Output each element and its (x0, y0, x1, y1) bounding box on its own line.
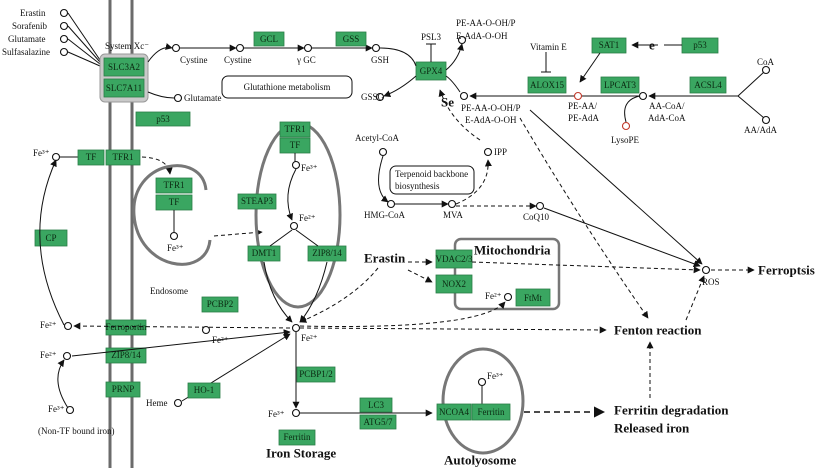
fe2-ferroportin-label: Fe²⁺ (40, 320, 57, 330)
system-xc-label: System Xc⁻ (105, 41, 149, 51)
fenton-reaction-label: Fenton reaction (614, 323, 702, 338)
gene-pcbp12: PCBP1/2 (299, 369, 333, 379)
gene-ho1: HO-1 (194, 385, 215, 395)
endosome: TFR1 TF Fe³⁺ Endosome (132, 164, 212, 296)
gene-tf: TF (86, 152, 97, 162)
cystine-out-label: Cystine (180, 55, 208, 65)
nontf-label: (Non-TF bound iron) (38, 426, 115, 436)
ada-coa-label: AdA-CoA (648, 113, 686, 123)
gene-slc7a11: SLC7A11 (106, 83, 142, 93)
pe-aa-ooh-top-label-2: E-AdA-O-OH (456, 31, 508, 41)
endosome-label: Endosome (150, 286, 188, 296)
ferroptosis-label: Ferroptsis (758, 263, 815, 278)
coq10-label: CoQ10 (523, 212, 550, 222)
gene-dmt1: DMT1 (252, 248, 277, 258)
fe3-tf-label: Fe³⁺ (33, 148, 50, 158)
fe3-nontf-label: Fe³⁺ (48, 404, 65, 414)
autolysome-label: Autolyosome (444, 453, 516, 468)
iron-vesicle: TFR1 TF Fe³⁺ STEAP3 Fe²⁺ DMT1 ZIP8/14 (237, 121, 347, 323)
ferritin-degradation-label: Ferritin degradation (614, 403, 729, 418)
cystine-in-label: Cystine (224, 55, 252, 65)
hmg-coa-label: HMG-CoA (364, 210, 406, 220)
gene-tfr1-endosome: TFR1 (163, 180, 184, 190)
gene-zip814-left: ZIP8/14 (111, 350, 141, 360)
terpenoid-box-line2: biosynthesis (395, 181, 440, 191)
gene-zip814-right: ZIP8/14 (312, 248, 342, 258)
gene-acsl4: ACSL4 (694, 80, 722, 90)
gene-prnp: PRNP (112, 384, 135, 394)
gene-slc3a2: SLC3A2 (108, 62, 140, 72)
gamma-gc-label: γ GC (296, 55, 316, 65)
terpenoid-box-line1: Terpenoid backbone (395, 169, 468, 179)
gene-gss: GSS (343, 34, 360, 44)
gene-ferritin: Ferritin (284, 432, 311, 442)
fe2-pool-label: Fe²⁺ (301, 333, 318, 343)
mva-label: MVA (443, 210, 463, 220)
pe-aa-ooh-mid-label: PE-AA-O-OH/P (461, 103, 521, 113)
inhibitor-list: Erastin Sorafenib Glutamate Sulfasalazin… (2, 8, 101, 67)
psl3-label: PSL3 (421, 32, 442, 42)
gene-tfr1: TFR1 (112, 152, 133, 162)
se-label: Se (441, 95, 454, 110)
coa-label: CoA (757, 57, 775, 67)
gene-ftmt: FtMt (524, 293, 543, 303)
gsh-label: GSH (371, 55, 390, 65)
pe-aa-ooh-mid-label-2: E-AdA-O-OH (465, 115, 517, 125)
gene-tf-endosome: TF (169, 197, 180, 207)
lysope-label: LysoPE (611, 135, 640, 145)
ros-label: ROS (702, 277, 720, 287)
gene-steap3: STEAP3 (241, 196, 274, 206)
released-iron-label: Released iron (614, 421, 690, 436)
fe3-auto-label: Fe³⁺ (487, 371, 504, 381)
inhibitor-sulfasalazine: Sulfasalazine (2, 47, 50, 57)
gene-tf-right: TF (290, 140, 301, 150)
gene-gpx4: GPX4 (420, 66, 443, 76)
acetyl-coa-label: Acetyl-CoA (355, 133, 399, 143)
gene-cp: CP (45, 233, 56, 243)
pe-aa-ooh-top-label: PE-AA-O-OH/P (456, 18, 516, 28)
gene-p53-left: p53 (156, 114, 170, 124)
fe2-mito-label: Fe²⁺ (485, 291, 502, 301)
inhibitor-glutamate: Glutamate (8, 34, 46, 44)
glutathione-metabolism-box: Glutathione metabolism (244, 82, 331, 92)
gssg-label: GSSG (361, 92, 385, 102)
gene-ferroportin: Ferroportin (106, 322, 147, 332)
gene-gcl: GCL (260, 34, 278, 44)
fe3-right-label: Fe³⁺ (301, 163, 318, 173)
fe2-right-label: Fe²⁺ (299, 213, 316, 223)
erastin-mid-label: Erastin (364, 251, 406, 266)
fe2-zip-label: Fe²⁺ (40, 350, 57, 360)
fe3-endosome-label: Fe³⁺ (167, 243, 184, 253)
gene-ncoa4: NCOA4 (439, 407, 470, 417)
glutamate-out-label: Glutamate (184, 93, 222, 103)
gene-sat1: SAT1 (599, 40, 620, 50)
iron-storage-label: Iron Storage (266, 446, 336, 461)
fe3-pcbp-label: Fe³⁺ (268, 409, 285, 419)
pe-ada-label: PE-AdA (568, 113, 599, 123)
gene-nox2: NOX2 (442, 279, 466, 289)
pe-aa-label: PE-AA/ (568, 101, 597, 111)
aa-coa-label: AA-CoA/ (649, 101, 685, 111)
gene-lc3: LC3 (368, 400, 385, 410)
gene-p53-top: p53 (693, 40, 707, 50)
gene-tfr1-right: TFR1 (284, 124, 305, 134)
gene-pcbp2: PCBP2 (207, 299, 234, 309)
ipp-label: IPP (494, 147, 507, 157)
gene-lpcat3: LPCAT3 (604, 80, 637, 90)
gene-vdac23: VDAC2/3 (435, 254, 473, 264)
inhibitor-erastin: Erastin (20, 8, 46, 18)
aa-ada-label: AA/AdA (744, 125, 777, 135)
autolysome: Fe³⁺ NCOA4 Ferritin Autolyosome (436, 347, 525, 468)
gene-atg57: ATG5/7 (364, 417, 393, 427)
vitamin-e-label: Vitamin E (530, 42, 567, 52)
mitochondria: Mitochondria VDAC2/3 NOX2 Fe²⁺ FtMt (435, 237, 561, 311)
system-xc: System Xc⁻ SLC3A2 SLC7A11 (99, 41, 149, 103)
mitochondria-label: Mitochondria (474, 243, 551, 258)
heme-label: Heme (146, 398, 168, 408)
inhibitor-sorafenib: Sorafenib (12, 21, 47, 31)
gene-ferritin-auto: Ferritin (478, 407, 505, 417)
gene-alox15: ALOX15 (530, 80, 564, 90)
